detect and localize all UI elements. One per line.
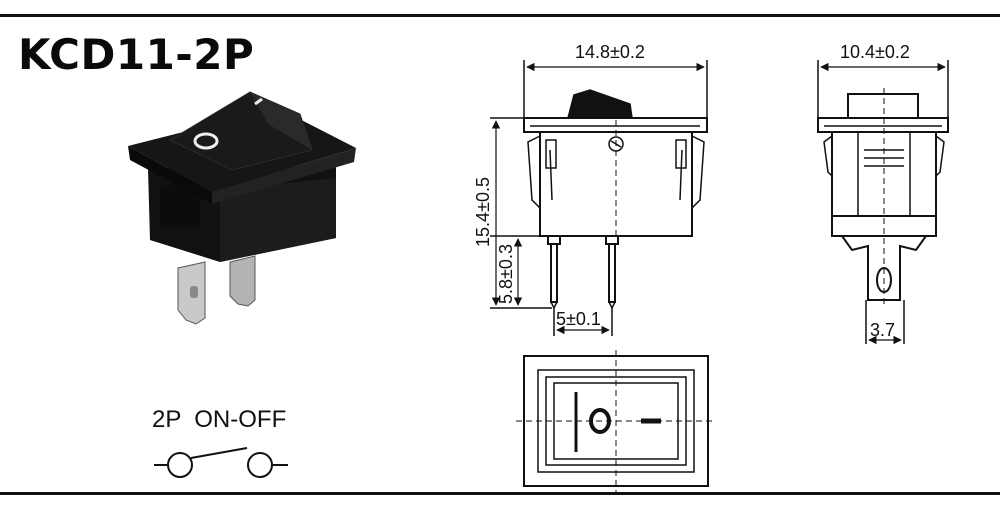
side-view <box>817 60 949 344</box>
circuit-label: 2P ON-OFF <box>152 406 287 433</box>
bottom-border <box>0 492 1000 495</box>
front-view <box>490 60 708 336</box>
rocker-off-mark <box>193 132 219 150</box>
circuit-symbol <box>154 447 288 478</box>
dim-total-height: 15.4±0.5 <box>473 177 493 247</box>
top-border <box>0 14 1000 17</box>
dim-pin-width: 3.7 <box>870 320 895 340</box>
dim-front-width: 14.8±0.2 <box>575 42 645 62</box>
switch-pins <box>177 255 256 325</box>
side-dimensions <box>820 62 946 345</box>
dim-side-width: 10.4±0.2 <box>840 42 910 62</box>
dim-pin-pitch: 5±0.1 <box>556 309 601 329</box>
top-view <box>516 350 716 492</box>
front-dimensions <box>491 62 705 335</box>
top-off-mark <box>589 408 611 434</box>
rocker-on-mark <box>254 97 263 106</box>
product-title: KCD11-2P <box>18 30 255 79</box>
dim-pin-length: 5.8±0.3 <box>496 244 516 304</box>
switch-3d-illustration <box>128 91 356 325</box>
